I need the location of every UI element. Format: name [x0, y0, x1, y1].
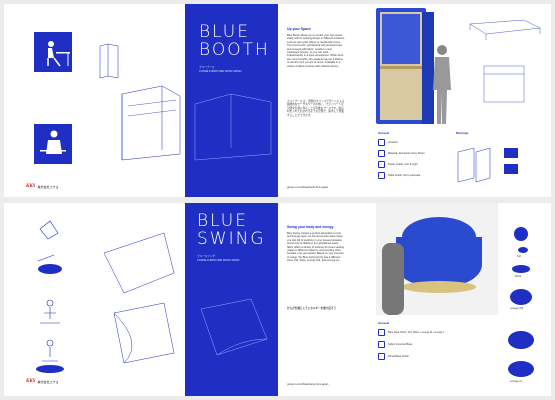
booth-title-line1: BLUE	[199, 22, 250, 42]
swing-general-heading: General	[378, 321, 390, 325]
swing-body-jp: からだを揺らしてエネルギーを取り戻そう	[287, 307, 337, 310]
swing-jp-name: ブルースイング	[197, 255, 216, 258]
swing-body-en: Blue Swing creates a perfect alternative…	[287, 232, 344, 263]
montage-diagram	[457, 147, 518, 183]
kokuyo-logo: KKS 株式会社コクヨ	[26, 184, 58, 189]
spec-label: Power Outlet, Usb & Light	[388, 162, 418, 166]
booth-title: BLUE BOOTH	[199, 22, 270, 60]
swing-heading: Swing your body and energy	[287, 225, 334, 229]
swing-title-line1: BLUE	[197, 211, 248, 231]
booth-product-image	[376, 8, 434, 126]
acoustic-icon	[378, 139, 385, 146]
kokuyo-logo-swing: KKS 株式会社コクヨ	[26, 379, 58, 384]
booth-spec-row-3: Power Outlet, Usb & Light	[378, 161, 418, 168]
person-silhouette	[433, 45, 451, 124]
spec-label: Table Finish: Grey Laminate	[388, 173, 421, 177]
size-label-work: Work	[515, 275, 522, 278]
spec-label: Wood Base Finish	[388, 354, 410, 358]
size-label-lounge-l: Lounge (L)	[510, 380, 523, 383]
fabric-icon	[378, 341, 385, 348]
booth-title-line2: BOOTH	[199, 39, 270, 60]
swing-subtitle: CONNE FURNITURE FROM JAPAN	[197, 259, 240, 262]
logo-mark: KKS	[26, 379, 36, 384]
swing-size-stack: Kid Work Lounge (M) Lounge (L)	[504, 225, 548, 395]
person-phone-icon	[40, 130, 66, 154]
swing-spec-row-3: Wood Base Finish	[378, 353, 409, 360]
seat-size-icon	[378, 329, 385, 336]
swing-line-drawings	[103, 232, 175, 364]
table-icon	[378, 172, 385, 179]
logo-mark: KKS	[26, 184, 36, 189]
logo-company-name: 株式会社コクヨ	[37, 379, 59, 384]
wood-base-icon	[378, 353, 385, 360]
booth-dimension-drawings	[469, 19, 541, 103]
booth-subtitle: CONNE FURNITURE FROM JAPAN	[199, 70, 242, 73]
swing-product-image	[376, 203, 498, 315]
spec-label: Acoustic	[388, 140, 398, 144]
person-desk-icon	[47, 41, 70, 67]
swing-pictograms	[36, 220, 64, 373]
booth-line-drawings	[99, 43, 181, 161]
booth-cover-outline	[194, 93, 272, 161]
size-label-kid: Kid	[517, 255, 521, 258]
booth-left-page: KKS 株式会社コクヨ	[4, 4, 185, 197]
booth-right-page: Up your Space Blue Booth allows you to c…	[278, 4, 551, 197]
spec-label: Material: Aluminium Grey Panel	[388, 151, 425, 155]
size-label-lounge-m: Lounge (M)	[510, 307, 524, 310]
booth-spec-row-4: Table Finish: Grey Laminate	[378, 172, 420, 179]
panel-icon	[378, 150, 385, 157]
swing-title-line2: SWING	[197, 228, 266, 249]
swing-left-page: KKS 株式会社コクヨ	[4, 203, 185, 396]
swing-spec-row-2: Fabric Covered Base	[378, 341, 412, 348]
swing-right-page: Swing your body and energy Blue Swing cr…	[278, 203, 551, 396]
booth-body-en: Blue Booth allows you to create your own…	[287, 34, 345, 68]
booth-heading: Up your Space	[287, 27, 311, 31]
spec-label: Fabric Covered Base	[388, 342, 413, 346]
swing-cover-outline	[200, 298, 268, 356]
swing-cover-page: BLUE SWING ブルースイング CONNE FURNITURE FROM …	[185, 203, 278, 396]
booth-body-jp: ブルーブース は、周囲のオフィスデザインによる開放的なワークスペースの中に、プラ…	[287, 100, 345, 117]
booth-spec-row-1: Acoustic	[378, 139, 398, 146]
booth-cover-page: BLUE BOOTH ブルーブース CONNE FURNITURE FROM J…	[185, 4, 278, 197]
swing-title: BLUE SWING	[197, 211, 266, 249]
booth-footer-url: group-in.com/blue/booth-from-japan	[287, 186, 329, 189]
power-icon	[378, 161, 385, 168]
spec-label: Blue Seat Sizes: Kid, Work, Lounge M, Lo…	[388, 330, 445, 334]
swing-footer-url: group-in.com/blue/swing-from-japan	[287, 383, 329, 386]
swing-spec-row-1: Blue Seat Sizes: Kid, Work, Lounge M, Lo…	[378, 329, 444, 336]
booth-montage-heading: Montage	[456, 131, 469, 135]
logo-company-name: 株式会社コクヨ	[37, 184, 59, 189]
booth-general-heading: General	[378, 131, 390, 135]
booth-jp-name: ブルーブース	[199, 66, 215, 69]
booth-spec-row-2: Material: Aluminium Grey Panel	[378, 150, 424, 157]
